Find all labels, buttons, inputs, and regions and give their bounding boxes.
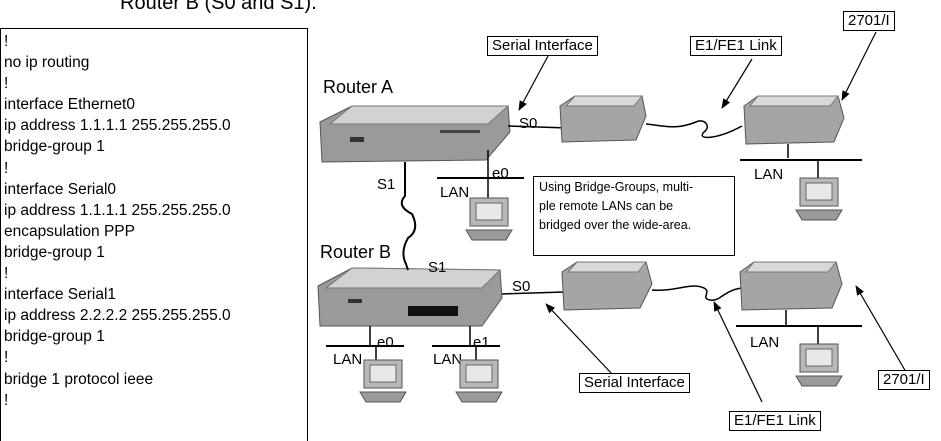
pc-router-b-e1	[455, 359, 503, 403]
config-line: ip address 2.2.2.2 255.255.255.0	[4, 307, 231, 325]
config-line: encapsulation PPP	[4, 222, 135, 240]
pc-router-a	[465, 197, 513, 241]
lan-a-label: LAN	[440, 184, 469, 201]
config-line: bridge-group 1	[4, 138, 105, 156]
bridge-group-note: Using Bridge-Groups, multi- ple remote L…	[533, 176, 735, 256]
arrow-serial-top	[518, 55, 549, 111]
arrow-link-top	[721, 58, 753, 109]
port-e0-b: e0	[377, 334, 394, 351]
note-line: Using Bridge-Groups, multi-	[539, 180, 694, 194]
arrow-model-bottom	[855, 285, 907, 373]
pc-router-b-e0	[359, 359, 407, 403]
arrow-link-bottom	[713, 301, 763, 403]
s1-link	[400, 162, 417, 271]
port-s1-a: S1	[377, 176, 395, 193]
arrow-model-top	[841, 31, 877, 101]
config-line: ip address 1.1.1.1 255.255.255.0	[4, 117, 231, 135]
page-heading: Router B (S0 and S1).	[120, 0, 317, 14]
lan-b0-label: LAN	[333, 351, 362, 368]
config-line: !	[4, 265, 9, 283]
config-line: interface Ethernet0	[4, 96, 135, 114]
router-a-serial-cable	[507, 125, 569, 129]
port-s0-a: S0	[519, 115, 537, 132]
config-line: bridge 1 protocol ieee	[4, 370, 154, 388]
config-line: !	[4, 75, 9, 93]
router-a-label: Router A	[323, 77, 393, 97]
port-s0-b: S0	[512, 278, 530, 295]
router-a-device	[319, 105, 511, 163]
link-callout-top: E1/FE1 Link	[690, 36, 782, 56]
model-callout-top: 2701/I	[843, 11, 895, 31]
router-b-serial-cable	[501, 291, 565, 295]
serial-interface-callout-bottom: Serial Interface	[579, 373, 690, 393]
config-line: bridge-group 1	[4, 243, 105, 261]
arrow-serial-bottom	[545, 303, 613, 375]
link-callout-bottom: E1/FE1 Link	[729, 411, 821, 431]
config-line: !	[4, 33, 9, 50]
note-line: bridged over the wide-area.	[539, 218, 692, 232]
note-line: ple remote LANs can be	[539, 199, 674, 213]
serial-interface-callout-top: Serial Interface	[487, 36, 598, 56]
router-b-label: Router B	[320, 242, 391, 262]
config-line: interface Serial1	[4, 286, 117, 304]
modem-b-remote	[739, 261, 843, 311]
remote-lan-a-label: LAN	[754, 166, 783, 183]
config-line: ip address 1.1.1.1 255.255.255.0	[4, 201, 231, 219]
config-line: !	[4, 391, 9, 409]
router-b-device	[317, 267, 503, 327]
port-s1-b: S1	[428, 259, 446, 276]
config-line: bridge-group 1	[4, 328, 105, 346]
config-line: !	[4, 159, 9, 177]
modem-a-local	[559, 95, 647, 143]
port-e1-b: e1	[473, 334, 490, 351]
config-line: no ip routing	[4, 54, 90, 72]
modem-a-remote	[743, 95, 845, 145]
modem-b-local	[561, 261, 653, 311]
e1-link-top	[645, 120, 743, 139]
lan-b1-label: LAN	[433, 351, 462, 368]
remote-lan-b-label: LAN	[750, 334, 779, 351]
remote-pc-b	[795, 343, 843, 387]
remote-pc-a	[795, 177, 843, 221]
model-callout-bottom: 2701/I	[878, 370, 930, 390]
port-e0-a: e0	[492, 165, 509, 182]
config-line: !	[4, 349, 9, 367]
config-listing: ! no ip routing ! interface Ethernet0 ip…	[0, 28, 308, 441]
config-line: interface Serial0	[4, 180, 117, 198]
e1-link-bottom	[651, 285, 743, 301]
